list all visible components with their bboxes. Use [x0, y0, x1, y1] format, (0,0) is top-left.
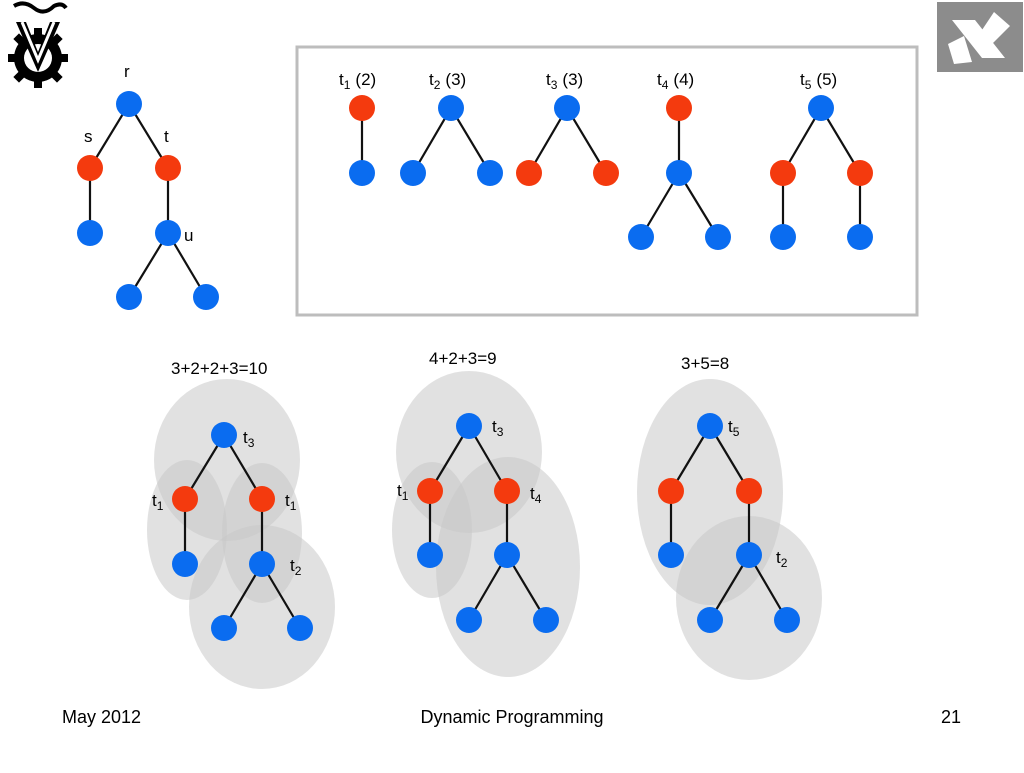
footer-date: May 2012	[62, 707, 141, 727]
template-t4-root	[666, 95, 692, 121]
aleph-logo	[937, 2, 1023, 72]
c2-tag-2: t1	[397, 481, 409, 503]
c2-left	[417, 478, 443, 504]
example-tree: r s t u	[77, 62, 219, 310]
template-label-3: t3(3)	[546, 70, 583, 92]
node-t	[155, 155, 181, 181]
c1-tag-2: t1	[152, 491, 164, 513]
template-t4-right	[705, 224, 731, 250]
c3-left	[658, 478, 684, 504]
c2-tag-1: t3	[492, 417, 504, 439]
label-s: s	[84, 127, 93, 146]
template-t3-root	[554, 95, 580, 121]
label-r: r	[124, 62, 130, 81]
node-s-child	[77, 220, 103, 246]
example-tree-edges	[88, 103, 207, 298]
template-t5-right	[847, 160, 873, 186]
c1-left-child	[172, 551, 198, 577]
c1-right-child	[249, 551, 275, 577]
template-t5-left	[770, 160, 796, 186]
c2-leaf-right	[533, 607, 559, 633]
c1-tag-3: t1	[285, 491, 297, 513]
template-t5-root	[808, 95, 834, 121]
c3-right-child	[736, 542, 762, 568]
footer: May 2012 Dynamic Programming 21	[62, 707, 961, 727]
node-u	[155, 220, 181, 246]
c2-right	[494, 478, 520, 504]
label-t: t	[164, 127, 169, 146]
c2-left-child	[417, 542, 443, 568]
covering-3-sum: 3+5=8	[681, 354, 729, 373]
template-t3-left	[516, 160, 542, 186]
c3-leaf-right	[774, 607, 800, 633]
covering-2: 4+2+3=9 t3 t1 t4	[392, 349, 580, 677]
template-t1-child	[349, 160, 375, 186]
covering-1-clusters	[147, 379, 335, 689]
template-t5-left-child	[770, 224, 796, 250]
technion-logo	[0, 0, 76, 94]
template-t2-left	[400, 160, 426, 186]
c3-tag-1: t5	[728, 417, 740, 439]
c1-root	[211, 422, 237, 448]
template-t2-root	[438, 95, 464, 121]
template-nodes	[349, 95, 873, 250]
c1-leaf-right	[287, 615, 313, 641]
node-u-right	[193, 284, 219, 310]
c2-right-child	[494, 542, 520, 568]
template-t5-right-child	[847, 224, 873, 250]
node-u-left	[116, 284, 142, 310]
c3-right	[736, 478, 762, 504]
c3-left-child	[658, 542, 684, 568]
template-t2-right	[477, 160, 503, 186]
c1-tag-4: t2	[290, 556, 302, 578]
footer-page-number: 21	[941, 707, 961, 727]
covering-3: 3+5=8 t5 t2	[637, 354, 822, 680]
node-s	[77, 155, 103, 181]
c3-leaf-left	[697, 607, 723, 633]
template-labels: t1(2) t2(3) t3(3) t4(4) t5(5)	[339, 70, 837, 92]
templates-frame	[295, 45, 919, 317]
node-r	[116, 91, 142, 117]
covering-1-sum: 3+2+2+3=10	[171, 359, 267, 378]
template-t4-left	[628, 224, 654, 250]
c1-left	[172, 486, 198, 512]
label-u: u	[184, 226, 193, 245]
c3-root	[697, 413, 723, 439]
footer-title: Dynamic Programming	[420, 707, 603, 727]
c2-tag-3: t4	[530, 484, 542, 506]
template-label-5: t5(5)	[800, 70, 837, 92]
covering-1: 3+2+2+3=10 t3 t1 t1 t2	[147, 359, 335, 689]
template-label-2: t2(3)	[429, 70, 466, 92]
c1-right	[249, 486, 275, 512]
template-t4-mid	[666, 160, 692, 186]
c1-leaf-left	[211, 615, 237, 641]
c2-root	[456, 413, 482, 439]
template-label-4: t4(4)	[657, 70, 694, 92]
c3-tag-2: t2	[776, 548, 788, 570]
c2-leaf-left	[456, 607, 482, 633]
covering-2-sum: 4+2+3=9	[429, 349, 497, 368]
c1-tag-1: t3	[243, 428, 255, 450]
template-label-1: t1(2)	[339, 70, 376, 92]
template-t1-root	[349, 95, 375, 121]
template-t3-right	[593, 160, 619, 186]
